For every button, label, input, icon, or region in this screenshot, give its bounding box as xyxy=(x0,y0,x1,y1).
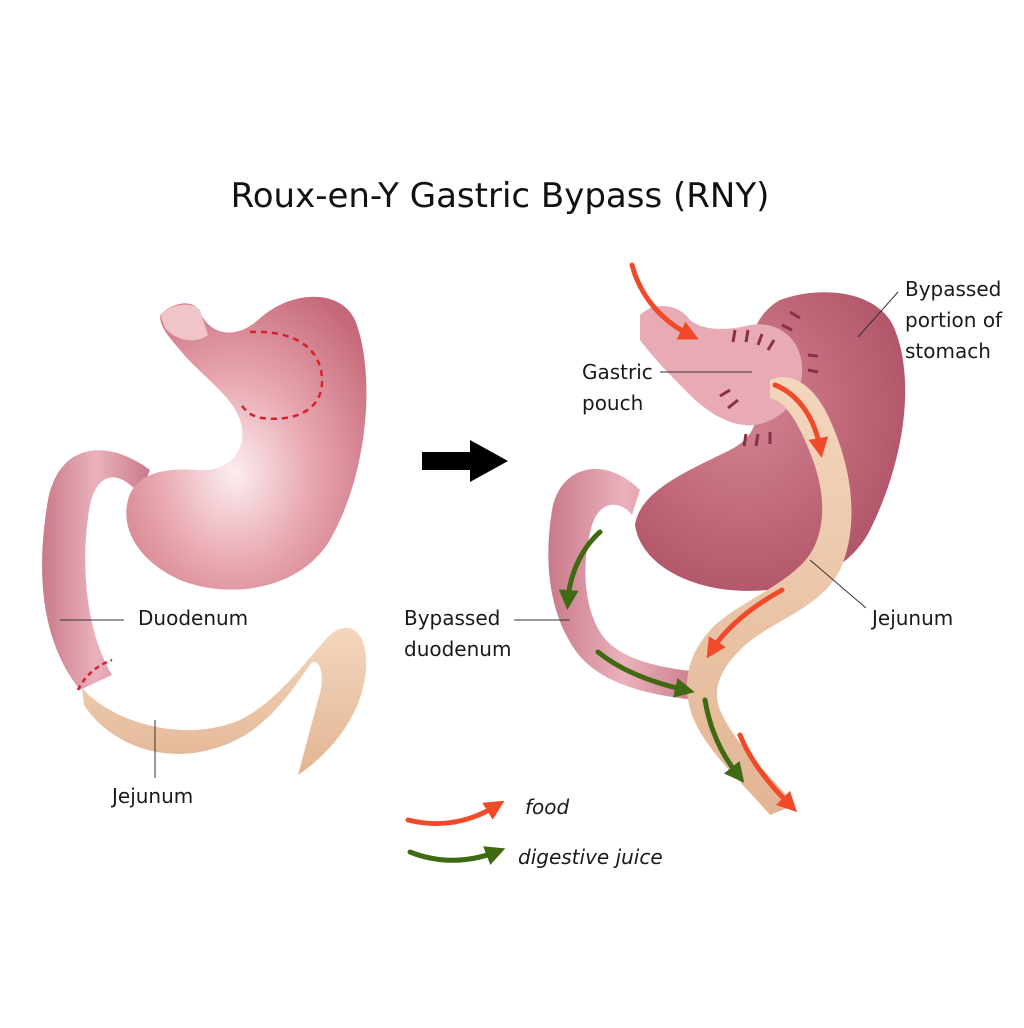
bypass-anatomy xyxy=(514,262,906,815)
legend-juice-arrow-icon xyxy=(407,846,506,865)
juice-arrows xyxy=(558,529,745,783)
label-bypassed-stomach-line1: Bypassed xyxy=(905,277,1002,301)
label-jejunum-left: Jejunum xyxy=(112,784,194,808)
stomach-shape xyxy=(126,296,367,590)
diagram-title: Roux-en-Y Gastric Bypass (RNY) xyxy=(230,176,770,216)
pouch-cut-line xyxy=(238,330,324,420)
label-duodenum: Duodenum xyxy=(138,606,249,630)
label-jejunum-right: Jejunum xyxy=(872,606,954,630)
duodenum-cut-line xyxy=(76,658,113,691)
label-gastric-pouch-line2: pouch xyxy=(582,391,644,415)
label-bypassed-stomach-line3: stomach xyxy=(905,339,991,363)
legend-food-arrow-icon xyxy=(405,800,505,827)
jejunum-right-leader xyxy=(809,559,867,609)
bypassed-stomach-leader xyxy=(857,291,899,338)
legend-juice-label: digestive juice xyxy=(518,845,663,869)
bypassed-duodenum-shape xyxy=(548,468,700,700)
food-arrows xyxy=(629,262,829,813)
label-bypassed-duodenum-line1: Bypassed xyxy=(404,606,501,630)
jejunum-shape xyxy=(82,627,367,775)
right-arrow-icon xyxy=(422,440,508,482)
legend-food-label: food xyxy=(525,795,570,819)
duodenum-shape xyxy=(42,450,150,690)
label-bypassed-duodenum-line2: duodenum xyxy=(404,637,512,661)
normal-anatomy xyxy=(42,296,367,778)
label-bypassed-stomach-line2: portion of xyxy=(905,308,1003,332)
staple-lines xyxy=(719,310,819,447)
label-gastric-pouch-line1: Gastric xyxy=(582,360,653,384)
esophagus-shape xyxy=(160,304,208,341)
